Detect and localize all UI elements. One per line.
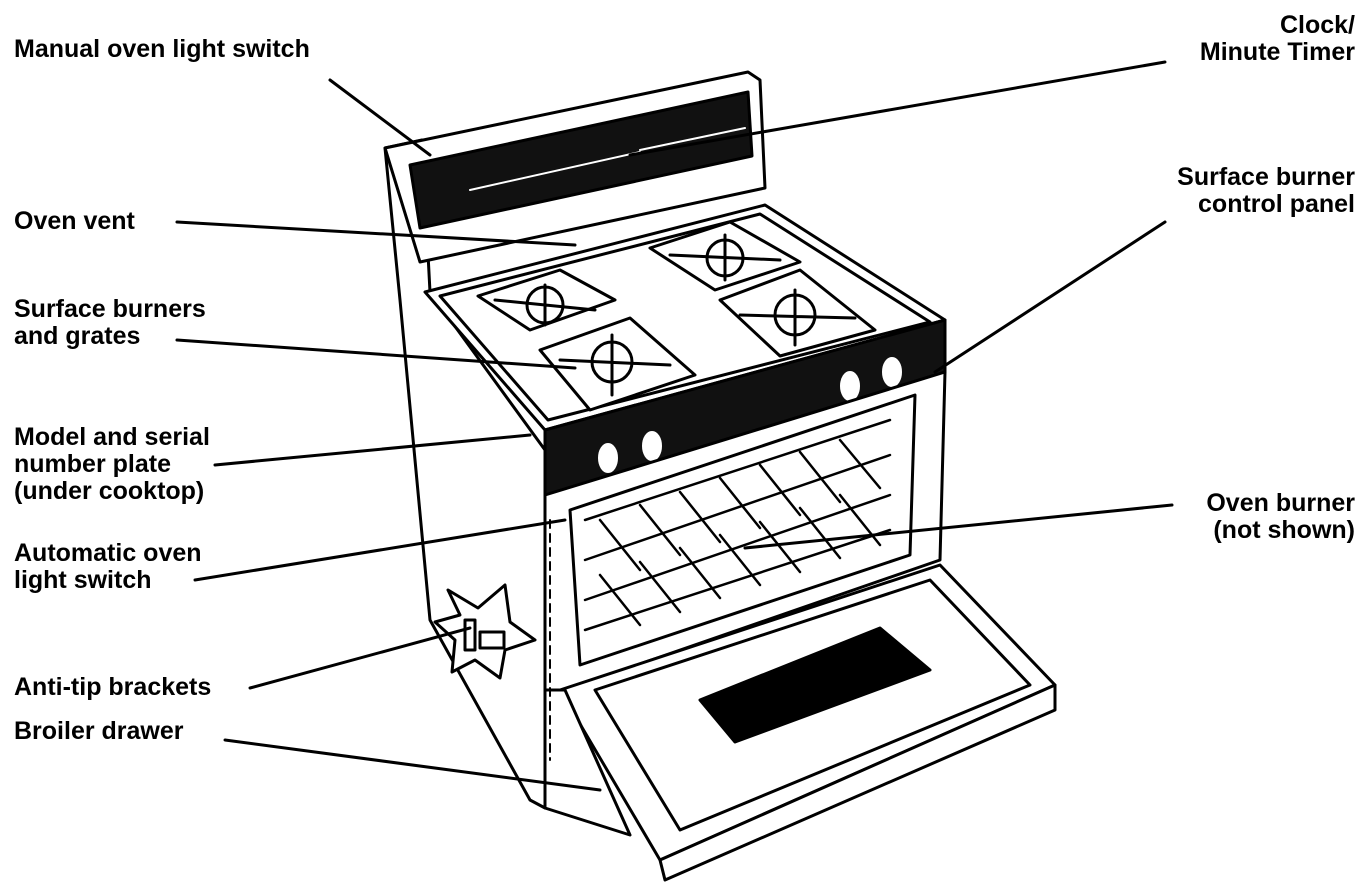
label-automatic-oven-light-switch: Automatic oven light switch (14, 540, 202, 594)
label-line: Automatic oven (14, 539, 202, 567)
leader-lines (175, 60, 1174, 792)
oven-window (698, 626, 932, 744)
label-line: Model and serial (14, 423, 210, 451)
label-line: and grates (14, 322, 141, 350)
label-line: control panel (1198, 190, 1355, 218)
label-line: Surface burners (14, 295, 206, 323)
label-line: Oven burner (1206, 489, 1355, 517)
label-oven-vent: Oven vent (14, 208, 135, 235)
control-display (408, 90, 754, 230)
label-broiler-drawer: Broiler drawer (14, 718, 184, 745)
label-surface-burner-control-panel: Surface burner control panel (1177, 164, 1355, 218)
label-line: Broiler drawer (14, 717, 184, 745)
burner-grate-group (476, 220, 877, 412)
label-line: (not shown) (1213, 516, 1355, 544)
label-line: Oven vent (14, 207, 135, 235)
label-line: Minute Timer (1199, 38, 1355, 66)
label-line: number plate (14, 450, 171, 478)
label-line: Surface burner (1177, 163, 1355, 191)
label-oven-burner: Oven burner (not shown) (1206, 490, 1355, 544)
oven-cavity (568, 393, 917, 667)
label-line: Clock/ (1279, 11, 1355, 39)
label-manual-oven-light-switch: Manual oven light switch (14, 36, 310, 63)
label-line: Anti-tip brackets (14, 673, 212, 701)
label-anti-tip-brackets: Anti-tip brackets (14, 674, 211, 701)
label-model-serial-plate: Model and serial number plate (under coo… (14, 424, 210, 505)
broiler-base (543, 688, 632, 837)
label-clock-minute-timer: Clock/ Minute Timer (1200, 12, 1355, 66)
label-surface-burners-and-grates: Surface burners and grates (14, 296, 206, 350)
label-line: (under cooktop) (14, 477, 205, 505)
label-line: Manual oven light switch (14, 35, 310, 63)
label-line: light switch (14, 566, 152, 594)
